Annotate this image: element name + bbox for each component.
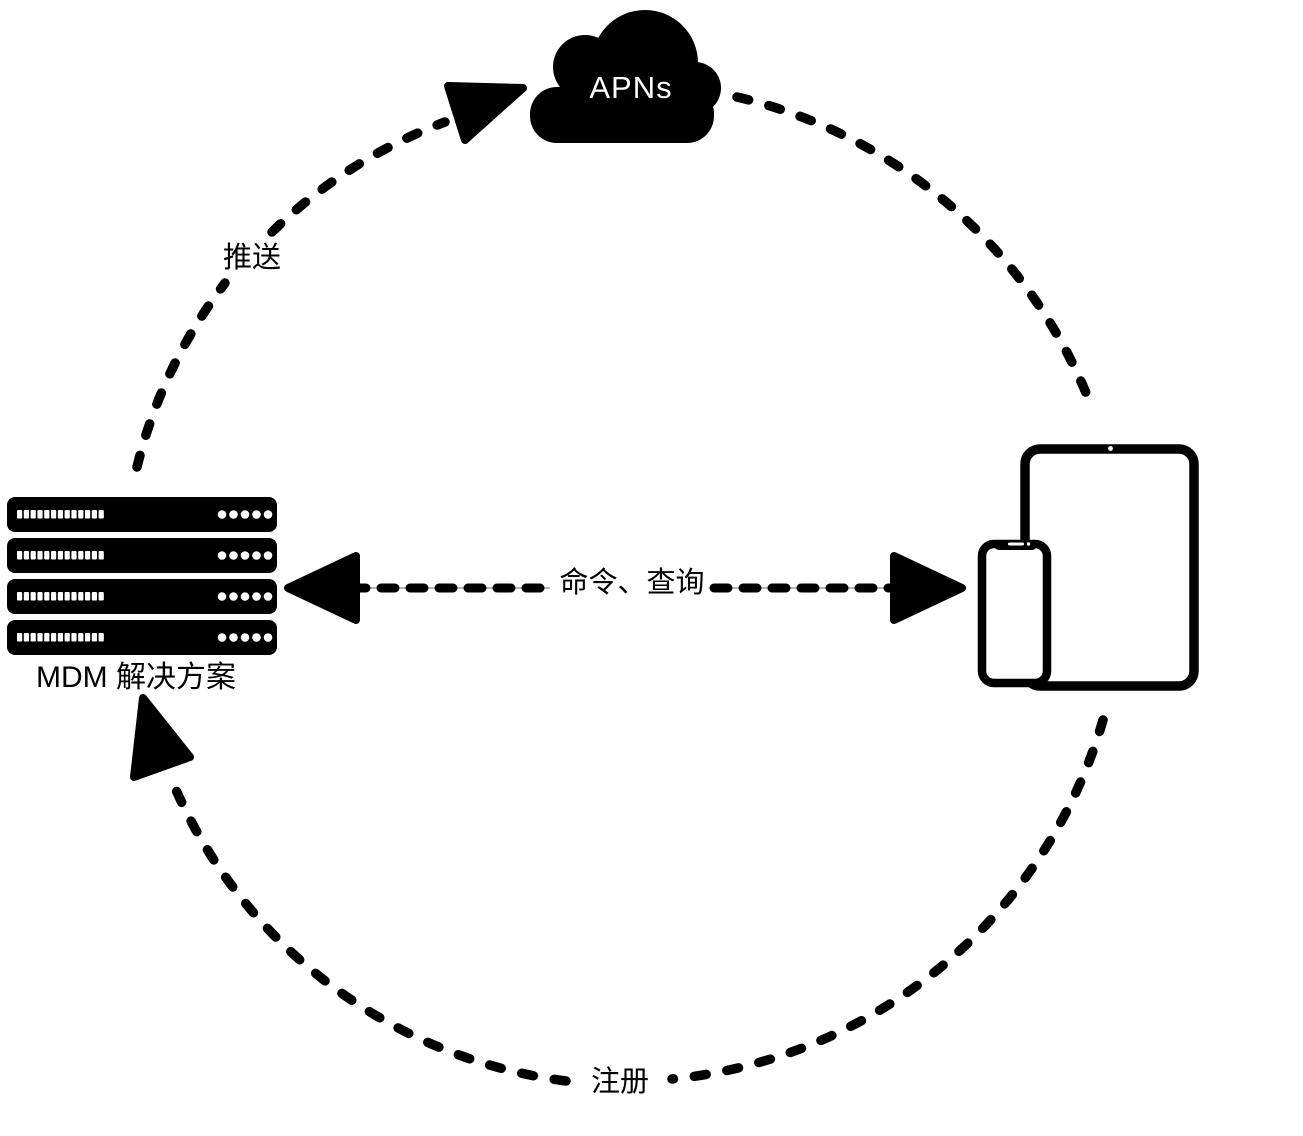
server-led bbox=[23, 633, 29, 642]
server-led bbox=[17, 551, 23, 560]
server-led bbox=[51, 510, 57, 519]
server-led bbox=[98, 633, 104, 642]
server-led bbox=[91, 551, 97, 560]
server-led bbox=[37, 510, 43, 519]
arrowhead-to-mdm-icon bbox=[130, 694, 194, 781]
server-led bbox=[78, 551, 84, 560]
server-led bbox=[51, 633, 57, 642]
server-indicator-dot bbox=[263, 633, 273, 642]
server-led bbox=[91, 592, 97, 601]
server-led bbox=[71, 633, 77, 642]
server-led bbox=[71, 592, 77, 601]
server-led bbox=[17, 510, 23, 519]
server-led bbox=[30, 592, 36, 601]
server-slab bbox=[7, 497, 277, 532]
server-led bbox=[57, 592, 63, 601]
server-led bbox=[85, 633, 91, 642]
server-slab bbox=[7, 579, 277, 614]
server-led bbox=[23, 510, 29, 519]
apns-label: APNs bbox=[589, 70, 672, 105]
server-led bbox=[44, 510, 50, 519]
iphone-speaker-slit-icon bbox=[1008, 542, 1024, 546]
server-led bbox=[30, 551, 36, 560]
server-led bbox=[30, 510, 36, 519]
server-led bbox=[91, 633, 97, 642]
server-indicator-dot bbox=[217, 633, 227, 642]
arrowhead-to-apns-icon bbox=[444, 82, 527, 144]
server-led bbox=[51, 592, 57, 601]
server-indicator-dot bbox=[217, 592, 227, 601]
iphone-camera-dot-icon bbox=[1026, 542, 1031, 546]
server-led bbox=[17, 592, 23, 601]
push-edge-label: 推送 bbox=[223, 241, 281, 274]
ipad-camera-dot-icon bbox=[1108, 446, 1113, 451]
server-slab bbox=[7, 620, 277, 655]
server-led bbox=[64, 592, 70, 601]
server-indicator-dot bbox=[252, 551, 261, 560]
server-indicator-dot bbox=[252, 510, 261, 519]
server-slab bbox=[7, 538, 277, 573]
iphone-icon bbox=[977, 539, 1052, 688]
commands-queries-arrow: 命令、查询 bbox=[284, 552, 966, 624]
devices-group bbox=[977, 444, 1199, 691]
server-led bbox=[98, 551, 104, 560]
arrowhead-left-icon bbox=[284, 552, 360, 624]
server-led bbox=[23, 592, 29, 601]
arc-devices-to-enroll-label bbox=[667, 715, 1108, 1084]
server-led bbox=[44, 592, 50, 601]
enroll-edge-label: 注册 bbox=[591, 1065, 649, 1098]
arc-mdm-to-push-label bbox=[132, 278, 230, 472]
server-led bbox=[78, 510, 84, 519]
server-led bbox=[98, 510, 104, 519]
server-indicator-dot bbox=[263, 592, 273, 601]
server-led bbox=[71, 551, 77, 560]
server-indicator-dot bbox=[229, 551, 238, 560]
server-indicator-dot bbox=[252, 592, 261, 601]
server-led bbox=[78, 592, 84, 601]
server-indicator-dot bbox=[229, 510, 238, 519]
server-indicator-dot bbox=[229, 592, 238, 601]
server-led bbox=[98, 592, 104, 601]
arc-push-label-to-apns bbox=[267, 117, 450, 237]
server-led bbox=[57, 633, 63, 642]
server-led bbox=[91, 510, 97, 519]
server-led bbox=[64, 633, 70, 642]
server-led bbox=[85, 510, 91, 519]
server-indicator-dot bbox=[240, 633, 250, 642]
server-indicator-dot bbox=[217, 510, 227, 519]
server-indicator-dot bbox=[217, 551, 227, 560]
arrowhead-right-icon bbox=[890, 552, 966, 624]
server-led bbox=[17, 633, 23, 642]
server-led bbox=[44, 551, 50, 560]
server-indicator-dot bbox=[252, 633, 261, 642]
server-indicator-dot bbox=[240, 551, 250, 560]
mdm-solution-label: MDM 解决方案 bbox=[36, 661, 236, 694]
server-led bbox=[44, 633, 50, 642]
server-led bbox=[85, 592, 91, 601]
dashed-flow-circle bbox=[130, 82, 1108, 1086]
server-led bbox=[71, 510, 77, 519]
server-indicator-dot bbox=[263, 551, 273, 560]
server-led bbox=[57, 551, 63, 560]
server-indicator-dot bbox=[240, 592, 250, 601]
server-led bbox=[85, 551, 91, 560]
server-led bbox=[51, 551, 57, 560]
server-led bbox=[64, 551, 70, 560]
server-led bbox=[64, 510, 70, 519]
arc-apns-to-devices bbox=[732, 92, 1097, 413]
server-led bbox=[30, 633, 36, 642]
server-led bbox=[78, 633, 84, 642]
server-led bbox=[37, 592, 43, 601]
mdm-server-icon bbox=[7, 497, 277, 655]
server-led bbox=[23, 551, 29, 560]
arc-enroll-label-to-mdm bbox=[171, 785, 571, 1086]
server-led bbox=[37, 551, 43, 560]
server-indicator-dot bbox=[229, 633, 238, 642]
server-led bbox=[57, 510, 63, 519]
server-led bbox=[37, 633, 43, 642]
server-indicator-dot bbox=[240, 510, 250, 519]
server-indicator-dot bbox=[263, 510, 273, 519]
apns-cloud-icon: APNs bbox=[530, 10, 721, 143]
commands-edge-label: 命令、查询 bbox=[559, 566, 704, 599]
